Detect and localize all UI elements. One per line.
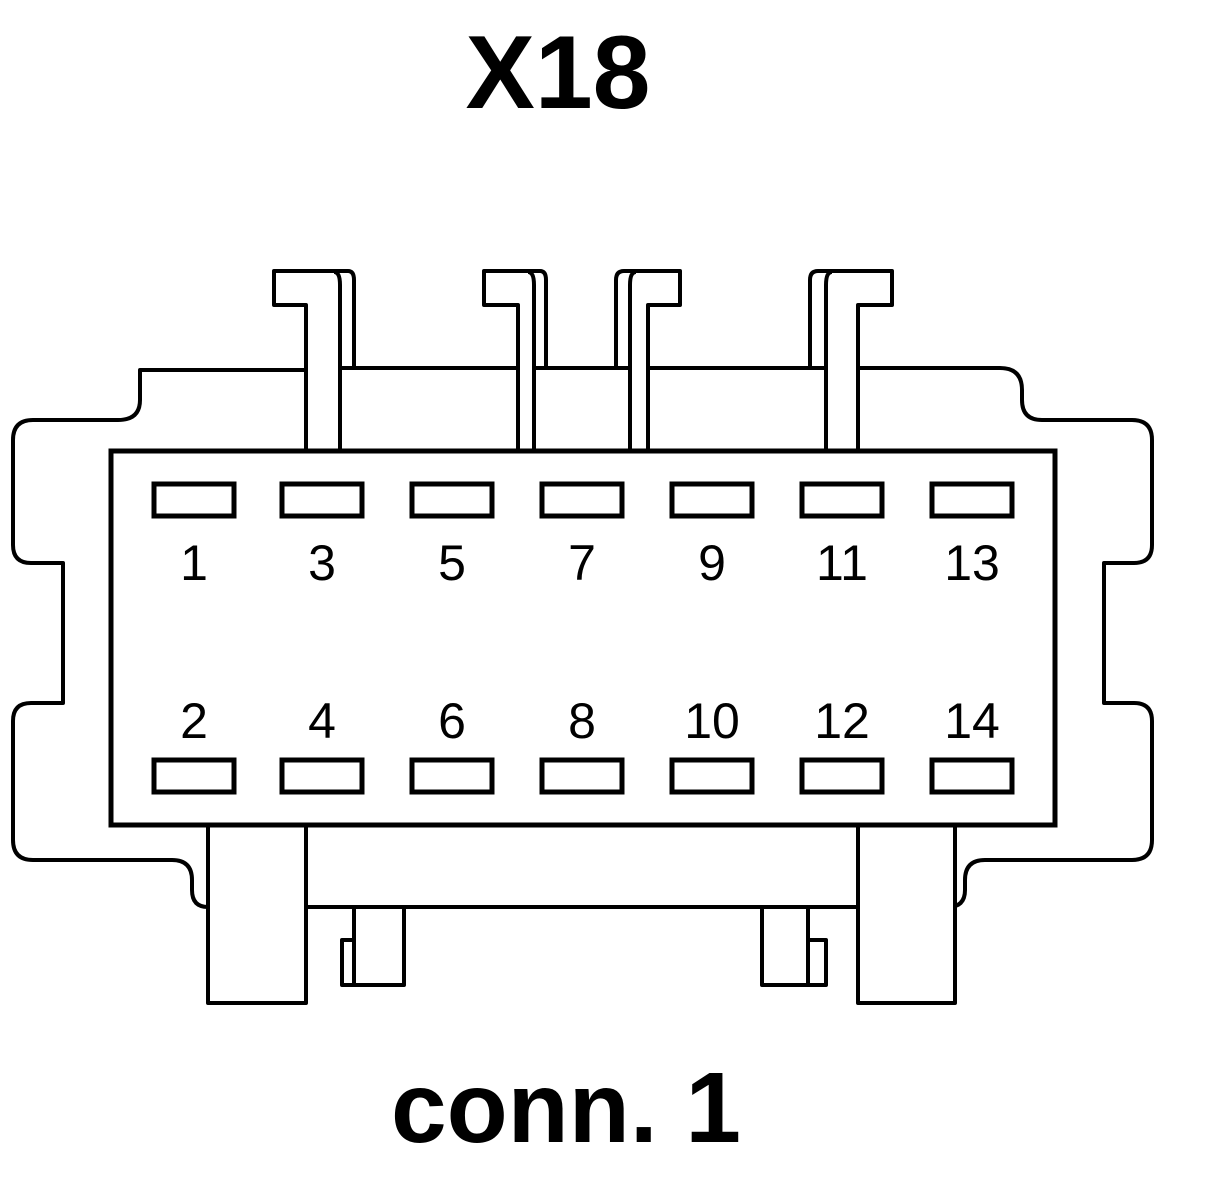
pin-label-9: 9 bbox=[698, 535, 726, 591]
pin-slot-7 bbox=[539, 481, 625, 519]
connector-caption: conn. 1 bbox=[391, 1052, 741, 1164]
pin-label-8: 8 bbox=[568, 693, 596, 749]
pin-label-3: 3 bbox=[308, 535, 336, 591]
pin-label-13: 13 bbox=[944, 535, 1000, 591]
pin-slot-3 bbox=[279, 481, 365, 519]
pin-label-2: 2 bbox=[180, 693, 208, 749]
pin-label-11: 11 bbox=[816, 535, 868, 591]
pin-slot-10 bbox=[669, 757, 755, 795]
pin-slot-13 bbox=[929, 481, 1015, 519]
pin-slot-14 bbox=[929, 757, 1015, 795]
pin-label-14: 14 bbox=[944, 693, 1000, 749]
pin-label-12: 12 bbox=[814, 693, 870, 749]
pin-label-1: 1 bbox=[180, 535, 208, 591]
bottom-tabs bbox=[206, 823, 957, 1005]
pin-slot-1 bbox=[151, 481, 237, 519]
pin-label-6: 6 bbox=[438, 693, 466, 749]
pin-slot-2 bbox=[151, 757, 237, 795]
connector-id-title: X18 bbox=[465, 15, 650, 131]
pin-slot-6 bbox=[409, 757, 495, 795]
pin-slot-8 bbox=[539, 757, 625, 795]
pin-slot-12 bbox=[799, 757, 885, 795]
pin-label-10: 10 bbox=[684, 693, 740, 749]
pin-slot-9 bbox=[669, 481, 755, 519]
pin-slot-11 bbox=[799, 481, 885, 519]
pin-label-5: 5 bbox=[438, 535, 466, 591]
pin-label-4: 4 bbox=[308, 693, 336, 749]
pin-label-7: 7 bbox=[568, 535, 596, 591]
pin-slot-4 bbox=[279, 757, 365, 795]
pin-slot-5 bbox=[409, 481, 495, 519]
